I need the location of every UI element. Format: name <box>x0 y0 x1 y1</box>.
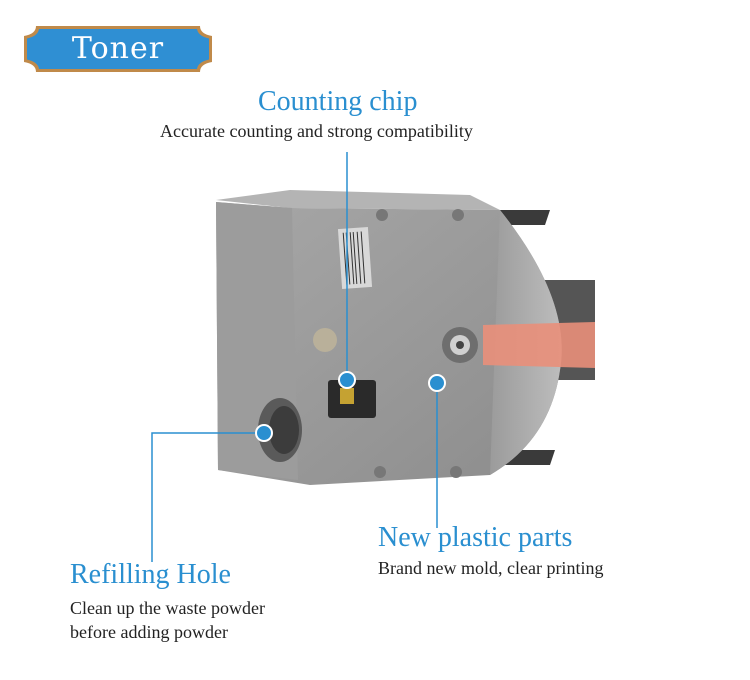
toner-badge: Toner <box>22 24 214 74</box>
refilling-hole-leader-line <box>151 432 264 562</box>
badge-label: Toner <box>71 31 165 66</box>
refilling-hole-title: Refilling Hole <box>70 559 231 590</box>
plastic-parts-dot <box>428 374 446 392</box>
counting-chip-dot <box>338 371 356 389</box>
toner-cartridge-image <box>216 190 595 485</box>
refilling-hole-description-line-1: Clean up the waste powder <box>70 598 265 618</box>
counting-chip-title: Counting chip <box>258 86 418 117</box>
refilling-hole-description: Clean up the waste powder before adding … <box>70 596 265 644</box>
badge-frame <box>24 26 212 72</box>
counting-chip-description: Accurate counting and strong compatibili… <box>160 121 473 141</box>
plastic-parts-title: New plastic parts <box>378 522 573 553</box>
plastic-parts-description: Brand new mold, clear printing <box>378 558 604 578</box>
refilling-hole-description-line-2: before adding powder <box>70 622 228 642</box>
refilling-hole-dot <box>255 424 273 442</box>
